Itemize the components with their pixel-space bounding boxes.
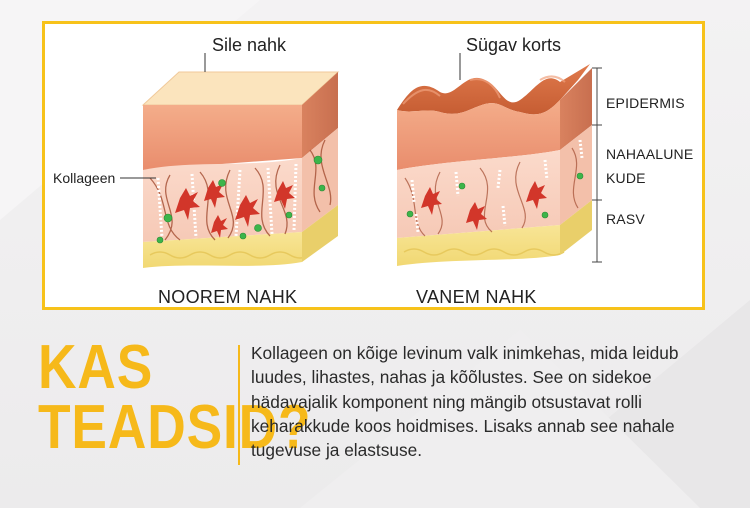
label-epidermis: EPIDERMIS — [606, 95, 685, 111]
headline-line1: KAS — [38, 333, 154, 402]
younger-skin-block — [120, 53, 340, 268]
caption-younger-skin: NOOREM NAHK — [158, 287, 298, 307]
older-skin-block — [397, 53, 602, 266]
label-deep-wrinkle: Sügav korts — [466, 35, 562, 55]
label-smooth-skin: Sile nahk — [212, 35, 287, 55]
headline: KAS TEADSID? — [38, 333, 312, 462]
label-subcutaneous-line1: NAHAALUNE — [606, 146, 694, 162]
label-subcutaneous-line2: KUDE — [606, 170, 646, 186]
headline-line2: TEADSID? — [38, 393, 312, 462]
label-collagen: Kollageen — [53, 170, 116, 186]
label-fat: RASV — [606, 211, 645, 227]
caption-older-skin: VANEM NAHK — [416, 287, 537, 307]
accent-divider — [238, 345, 240, 465]
fact-paragraph: Kollageen on kõige levinum valk inimkeha… — [251, 343, 679, 461]
